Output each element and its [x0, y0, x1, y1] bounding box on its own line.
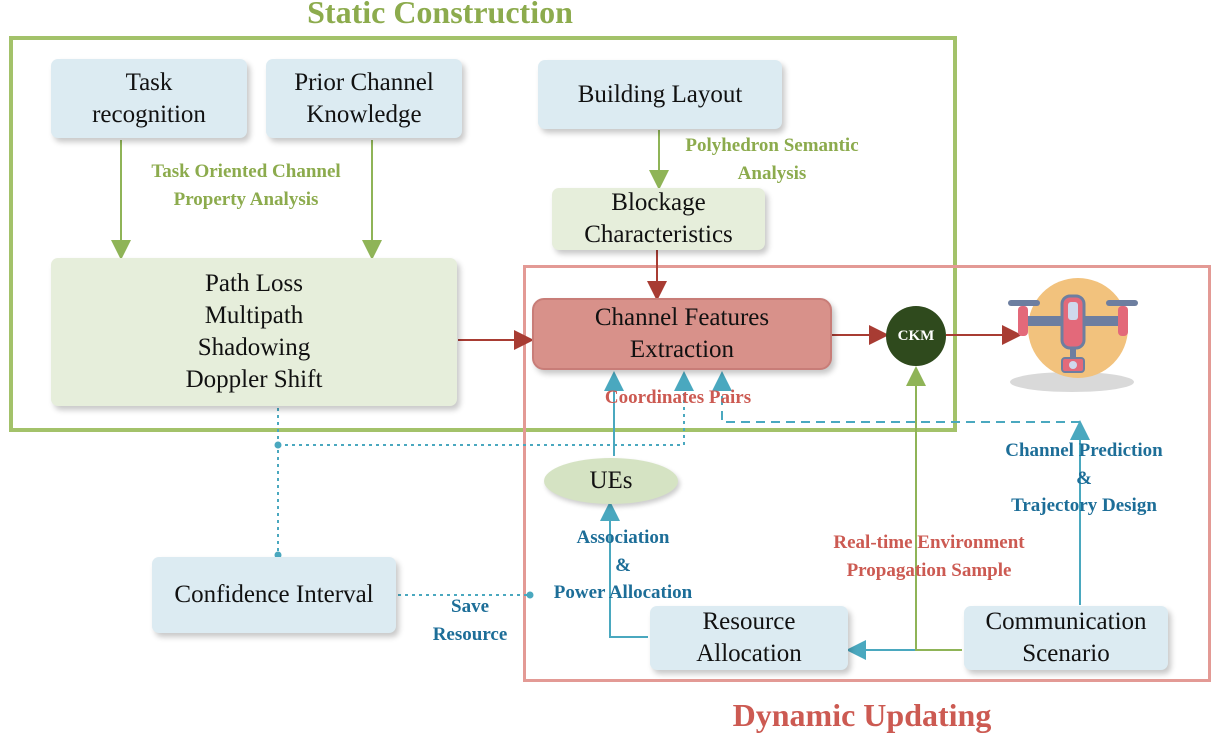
channel-properties-box: Path Loss Multipath Shadowing Doppler Sh… — [51, 258, 457, 406]
save-resource-line-2: Resource — [432, 623, 508, 645]
building-layout-text: Building Layout — [577, 80, 743, 108]
channel-prediction-label: Channel Prediction & Trajectory Design — [985, 437, 1183, 520]
confidence-interval-text: Confidence Interval — [174, 581, 374, 608]
dynamic-updating-title: Dynamic Updating — [732, 697, 992, 733]
confidence-interval-box: Confidence Interval — [152, 557, 396, 633]
channel-prediction-line-1: Channel Prediction — [1005, 440, 1163, 461]
realtime-line-2: Propagation Sample — [846, 559, 1012, 581]
association-line-3: Power Allocation — [553, 582, 693, 604]
resource-line-1: Resource — [702, 608, 796, 635]
building-layout-box: Building Layout — [538, 60, 782, 129]
static-construction-title: Static Construction — [307, 0, 573, 30]
static-construction-frame — [9, 36, 957, 432]
path-loss-text: Path Loss — [205, 270, 303, 297]
ues-node: UEs — [544, 458, 678, 504]
task-oriented-label: Task Oriented Channel Property Analysis — [124, 158, 368, 213]
task-recognition-line-2: recognition — [92, 100, 206, 128]
blockage-line-1: Blockage — [611, 189, 706, 216]
prior-channel-line-1: Prior Channel — [294, 68, 434, 96]
channel-prediction-line-3: Trajectory Design — [1011, 495, 1157, 517]
arrow-scenario-to-ckm — [906, 366, 962, 651]
ues-label: UEs — [589, 467, 633, 494]
scenario-line-1: Communication — [985, 608, 1147, 635]
prior-channel-knowledge-box: Prior Channel Knowledge — [266, 59, 462, 138]
dotted-confidence-link — [278, 371, 694, 446]
blockage-characteristics-box: Blockage Characteristics — [552, 188, 765, 250]
multipath-text: Multipath — [204, 302, 304, 329]
task-recognition-box: Task recognition — [51, 59, 247, 138]
extraction-line-2: Extraction — [629, 336, 735, 363]
drone-icon — [1008, 278, 1138, 392]
save-resource-line-1: Save — [451, 596, 489, 617]
polyhedron-line-1: Polyhedron Semantic — [685, 135, 859, 156]
association-line-1: Association — [576, 527, 670, 548]
extraction-line-1: Channel Features — [594, 304, 770, 331]
channel-prediction-line-2: & — [1076, 467, 1092, 489]
polyhedron-label: Polyhedron Semantic Analysis — [660, 132, 884, 187]
prior-channel-line-2: Knowledge — [306, 100, 422, 128]
ckm-label: CKM — [897, 327, 935, 344]
dynamic-updating-frame — [523, 265, 1211, 682]
arrow-resource-to-ues — [600, 501, 648, 638]
shadowing-text: Shadowing — [197, 334, 311, 361]
association-label: Association & Power Allocation — [535, 524, 711, 607]
scenario-line-2: Scenario — [1022, 640, 1110, 667]
association-line-2: & — [615, 554, 631, 576]
resource-allocation-box: Resource Allocation — [650, 606, 848, 670]
coordinates-pairs-label: Coordinates Pairs — [604, 387, 752, 408]
realtime-line-1: Real-time Environment — [833, 532, 1025, 553]
channel-features-extraction-box: Channel Features Extraction — [532, 298, 832, 370]
communication-scenario-box: Communication Scenario — [964, 606, 1168, 670]
task-recognition-line-1: Task — [125, 68, 173, 96]
task-oriented-line-1: Task Oriented Channel — [151, 161, 341, 182]
polyhedron-line-2: Analysis — [737, 162, 807, 184]
ckm-node: CKM — [886, 306, 946, 366]
blockage-line-2: Characteristics — [584, 221, 733, 248]
resource-line-2: Allocation — [696, 640, 802, 667]
doppler-shift-text: Doppler Shift — [185, 366, 323, 393]
task-oriented-line-2: Property Analysis — [173, 188, 319, 210]
save-resource-label: Save Resource — [420, 593, 520, 648]
realtime-label: Real-time Environment Propagation Sample — [806, 529, 1052, 584]
